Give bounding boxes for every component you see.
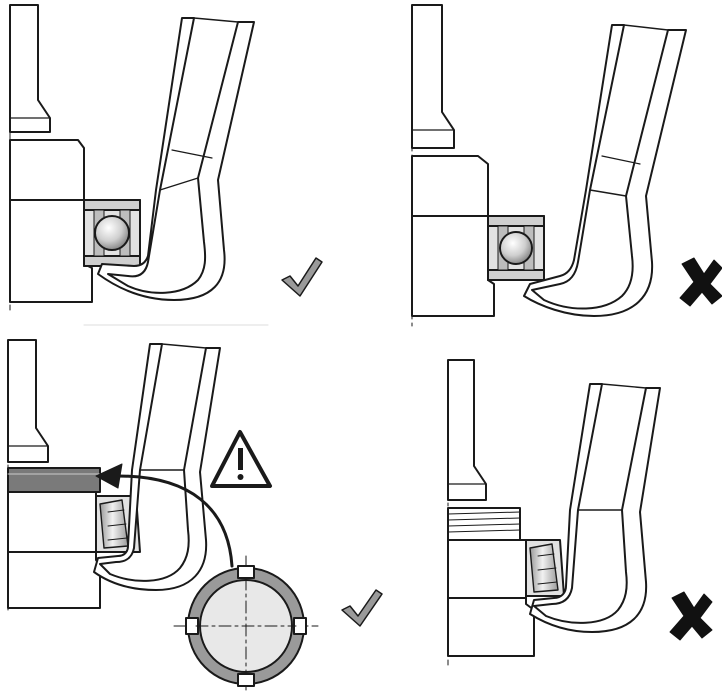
- housing: [7, 551, 101, 609]
- shaft-body: [7, 491, 97, 553]
- housing: [9, 199, 93, 303]
- check-icon: [281, 257, 323, 297]
- puller-jaw: [97, 17, 255, 301]
- panel-ball-bearing-correct: [9, 4, 323, 326]
- shaft-body: [411, 155, 489, 217]
- bearing-ball: [94, 215, 130, 251]
- shaft-body: [447, 539, 527, 599]
- bearing-ball: [499, 231, 533, 265]
- ball-bearing: [83, 199, 141, 267]
- move-arrow: [116, 474, 234, 568]
- spindle: [411, 4, 455, 149]
- threaded-shaft: [447, 507, 521, 541]
- roller-bearing: [525, 539, 565, 597]
- housing: [411, 215, 495, 317]
- housing: [447, 597, 535, 657]
- puller-jaw: [93, 343, 221, 591]
- spindle: [7, 339, 49, 463]
- puller-jaw: [523, 24, 687, 317]
- ball-bearing: [487, 215, 545, 281]
- spindle: [9, 4, 51, 133]
- shaft-locknut: [7, 467, 101, 493]
- slotted-locknut-icon: [173, 555, 319, 691]
- check-icon: [341, 589, 383, 627]
- spindle: [447, 359, 487, 501]
- arrow-head: [95, 463, 123, 489]
- cross-icon: [679, 257, 722, 307]
- shaft-body: [9, 139, 85, 201]
- puller-jaw: [529, 383, 661, 633]
- panel-roller-bearing-threaded-incorrect: [447, 359, 713, 666]
- panel-ball-bearing-incorrect: [411, 4, 722, 331]
- panel-roller-bearing-locknut-correct: [7, 339, 383, 691]
- cross-icon: [669, 591, 713, 641]
- warning-triangle-icon: [210, 430, 272, 488]
